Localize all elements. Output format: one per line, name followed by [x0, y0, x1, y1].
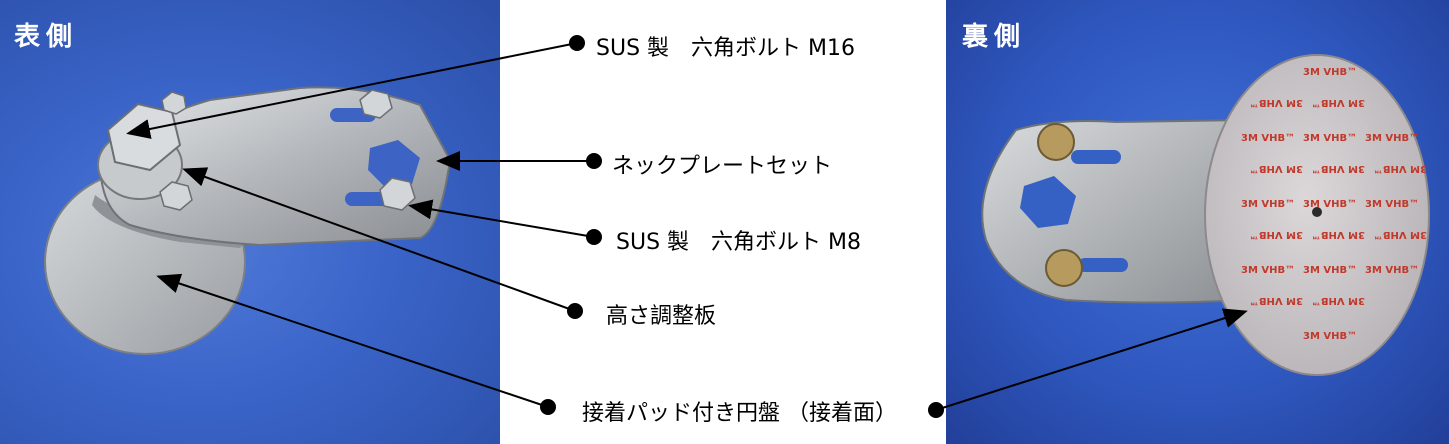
svg-text:3M VHB™: 3M VHB™ [1311, 97, 1365, 108]
front-bracket-photo [44, 86, 452, 355]
svg-text:3M VHB™: 3M VHB™ [1365, 133, 1419, 144]
nut [1045, 249, 1083, 287]
svg-text:3M VHB™: 3M VHB™ [1311, 229, 1365, 240]
svg-text:3M VHB™: 3M VHB™ [1241, 133, 1295, 144]
callout-dot [569, 35, 585, 51]
back-photo: 3M VHB™ 3M VHB™ 3M VHB™ 3M VHB™ 3M VHB™ 3M VH… [946, 0, 1449, 444]
label-neck-plate: ネックプレートセット [612, 154, 833, 179]
svg-text:3M VHB™: 3M VHB™ [1249, 229, 1303, 240]
front-photo: 表側 [0, 0, 500, 444]
svg-text:3M VHB™: 3M VHB™ [1373, 229, 1427, 240]
callout-dot [567, 303, 583, 319]
svg-text:3M VHB™: 3M VHB™ [1241, 199, 1295, 210]
back-neck-plate [981, 118, 1247, 304]
m8-bolt-head [159, 181, 193, 211]
callout-line-bolt-m8 [408, 199, 595, 238]
label-height-plate: 高さ調整板 [606, 304, 717, 329]
svg-text:3M VHB™: 3M VHB™ [1249, 295, 1303, 306]
svg-text:3M VHB™: 3M VHB™ [1365, 265, 1419, 276]
callout-line-bolt-m16 [126, 42, 578, 139]
label-bolt-m16: SUS 製 六角ボルト M16 [596, 36, 855, 61]
svg-text:3M VHB™: 3M VHB™ [1365, 199, 1419, 210]
svg-text:3M VHB™: 3M VHB™ [1373, 163, 1427, 174]
back-bracket-photo: 3M VHB™ 3M VHB™ 3M VHB™ 3M VHB™ 3M VHB™ 3M VH… [981, 54, 1430, 376]
svg-text:3M VHB™: 3M VHB™ [1303, 265, 1357, 276]
svg-text:3M VHB™: 3M VHB™ [1303, 133, 1357, 144]
disc-center-hole [1312, 207, 1322, 217]
svg-text:3M VHB™: 3M VHB™ [1311, 163, 1365, 174]
callout-dot [586, 153, 602, 169]
hex-cutout [1020, 176, 1076, 228]
svg-text:3M VHB™: 3M VHB™ [1249, 97, 1303, 108]
svg-text:3M VHB™: 3M VHB™ [1303, 67, 1357, 78]
slot [345, 192, 391, 206]
nut [1037, 123, 1075, 161]
slot [1071, 150, 1121, 164]
m8-bolt-head [161, 91, 187, 115]
callout-dot [540, 399, 556, 415]
svg-text:3M VHB™: 3M VHB™ [1241, 265, 1295, 276]
svg-text:3M VHB™: 3M VHB™ [1303, 331, 1357, 342]
svg-text:3M VHB™: 3M VHB™ [1249, 163, 1303, 174]
callout-line-adhesive-face [935, 308, 1248, 411]
svg-text:3M VHB™: 3M VHB™ [1311, 295, 1365, 306]
callout-line-adhesive-disc [156, 273, 549, 408]
label-adhesive-disc: 接着パッド付き円盤 （接着面） [582, 401, 897, 426]
back-side-title: 裏側 [962, 22, 1027, 52]
hex-cutout [368, 140, 420, 188]
svg-text:3M VHB™: 3M VHB™ [1303, 199, 1357, 210]
tape-print-marks: 3M VHB™ 3M VHB™ 3M VHB™ 3M VHB™ 3M VHB™ 3M VH… [1241, 67, 1427, 342]
label-bolt-m8: SUS 製 六角ボルト M8 [616, 230, 861, 255]
callout-line-height-plate [182, 167, 576, 312]
callout-dot [928, 402, 944, 418]
m8-bolt-head [359, 89, 393, 119]
slot [1078, 258, 1128, 272]
m8-bolt-head [379, 177, 416, 211]
front-side-title: 表側 [14, 22, 79, 52]
callout-dot [586, 229, 602, 245]
